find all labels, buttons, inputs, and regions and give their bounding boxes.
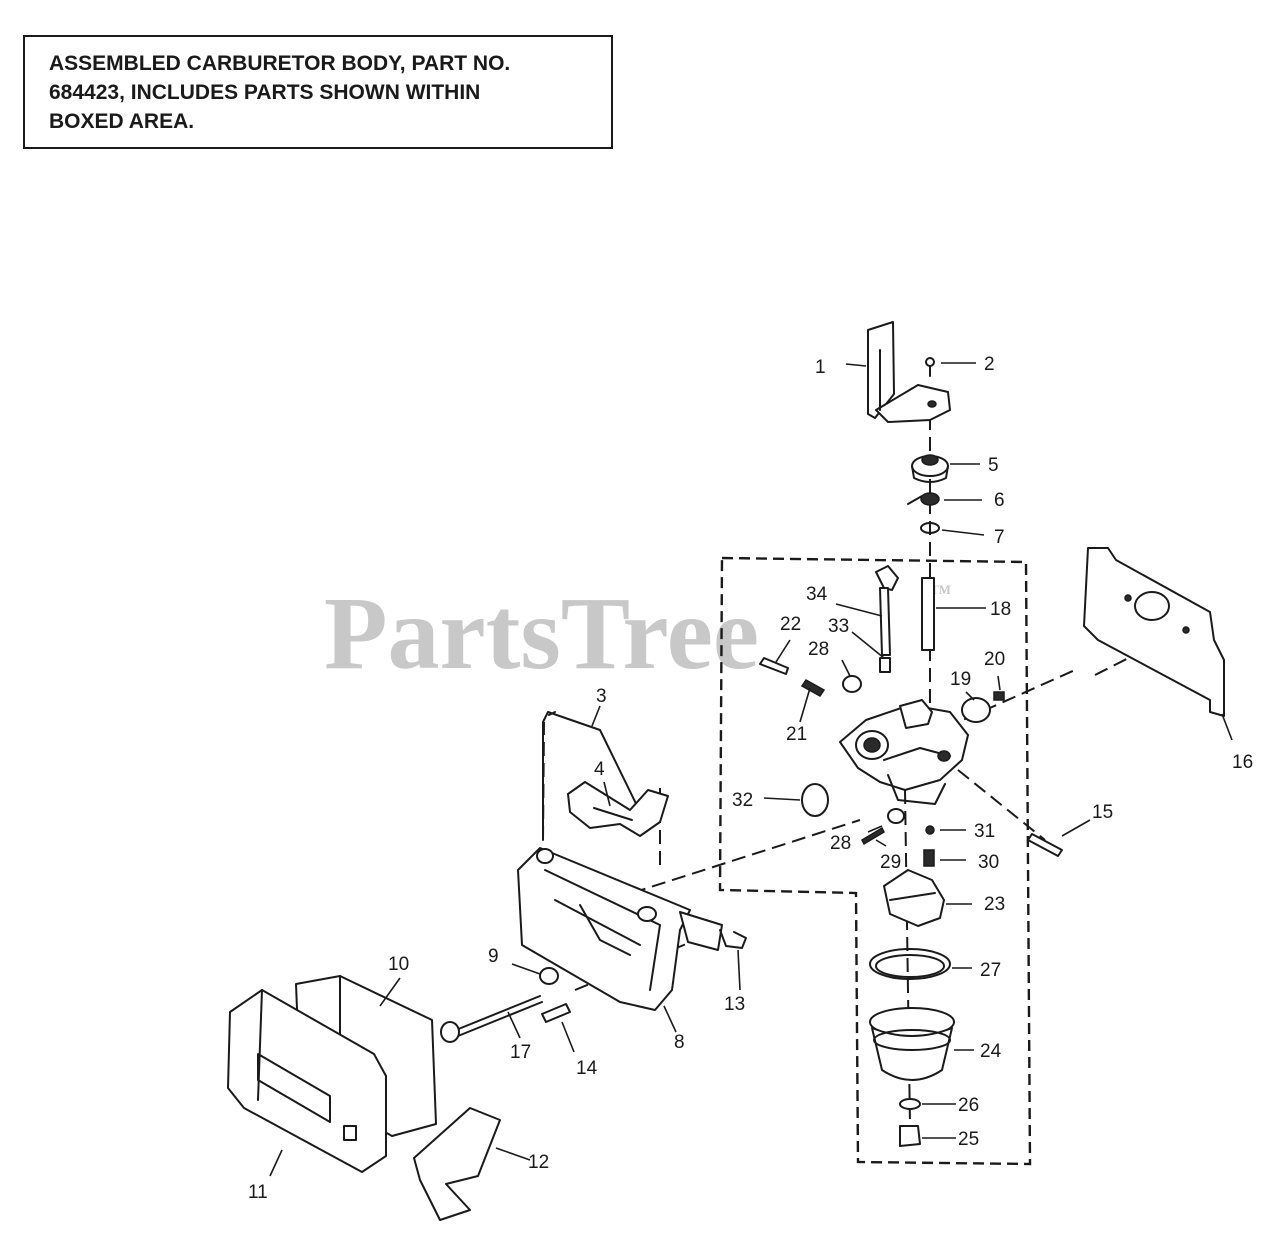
part-29-pin — [861, 826, 885, 846]
boxed-area-outline — [718, 556, 1032, 1166]
part-31-ball — [925, 825, 935, 835]
callout-16: 16 — [1232, 752, 1253, 773]
part-2-screw — [925, 357, 935, 377]
callout-21: 21 — [786, 724, 807, 745]
assembly-note-line-3: BOXED AREA. — [49, 110, 195, 133]
callout-33: 33 — [828, 616, 849, 637]
part-23-float — [883, 869, 945, 927]
part-26-washer — [899, 1098, 921, 1110]
callout-32: 32 — [732, 790, 753, 811]
callout-10: 10 — [388, 954, 409, 975]
callout-26: 26 — [958, 1095, 979, 1116]
callout-19: 19 — [950, 669, 971, 690]
callout-34: 34 — [806, 584, 828, 605]
callout-leaders — [269, 362, 1233, 1177]
part-15-screw — [1027, 833, 1063, 857]
callout-23: 23 — [984, 894, 1005, 915]
part-32-diaphragm — [801, 783, 829, 817]
assembly-note-box: ASSEMBLED CARBURETOR BODY, PART NO. 6844… — [23, 35, 613, 149]
callout-9: 9 — [488, 946, 499, 967]
assembly-note: ASSEMBLED CARBURETOR BODY, PART NO. 6844… — [49, 49, 609, 136]
part-18-throttle-shaft — [921, 577, 935, 651]
callout-11: 11 — [248, 1182, 268, 1203]
callout-12: 12 — [528, 1152, 549, 1173]
callout-14: 14 — [576, 1058, 598, 1079]
callout-29: 29 — [880, 852, 901, 873]
part-30-jet — [923, 849, 935, 867]
carburetor-body — [839, 699, 969, 805]
part-33-clip — [879, 657, 891, 673]
assembly-note-line-1: ASSEMBLED CARBURETOR BODY, PART NO. — [49, 52, 511, 75]
part-25-nut — [899, 1125, 921, 1147]
callout-7: 7 — [994, 527, 1005, 548]
callout-5: 5 — [988, 455, 999, 476]
part-28-lower-plug — [887, 808, 905, 824]
part-7-washer — [920, 522, 940, 534]
callout-13: 13 — [724, 994, 745, 1015]
part-1-lever — [867, 321, 951, 423]
callout-28: 28 — [808, 639, 829, 660]
part-4-clip — [567, 781, 669, 837]
watermark-trademark: TM — [930, 582, 951, 597]
part-19-diaphragm — [961, 697, 991, 723]
callout-25: 25 — [958, 1129, 979, 1150]
callout-22: 22 — [780, 614, 801, 635]
part-5-bushing — [911, 454, 949, 483]
callout-30: 30 — [978, 852, 999, 873]
part-3-wire — [542, 711, 646, 841]
part-28-plug — [842, 675, 862, 693]
part-22-needle — [759, 657, 789, 675]
part-13-clip — [719, 929, 747, 949]
part-14-screw — [541, 1003, 571, 1023]
part-24-bowl — [869, 1007, 955, 1081]
assembly-note-line-2: 684423, INCLUDES PARTS SHOWN WITHIN — [49, 81, 481, 104]
callout-20: 20 — [984, 649, 1005, 670]
part-8-filter-base — [517, 847, 723, 1011]
part-17-bolt — [440, 995, 543, 1043]
part-34-choke-shaft — [875, 565, 899, 656]
callout-31: 31 — [974, 821, 995, 842]
callout-1: 1 — [815, 357, 826, 378]
callout-3: 3 — [596, 686, 607, 707]
part-21-spring — [800, 679, 826, 697]
part-12-bail — [413, 1107, 501, 1221]
watermark-text: PartsTree — [324, 576, 759, 691]
part-16-gasket — [1083, 547, 1225, 717]
callout-24: 24 — [980, 1041, 1002, 1062]
part-11-cover — [227, 989, 387, 1173]
part-27-ring — [869, 948, 951, 980]
callout-2: 2 — [984, 354, 995, 375]
callout-27: 27 — [980, 960, 1001, 981]
callout-6: 6 — [994, 490, 1005, 511]
part-6-spring — [907, 492, 940, 506]
callout-4: 4 — [594, 759, 605, 780]
callout-15: 15 — [1092, 802, 1113, 823]
part-9-bushing — [539, 967, 559, 985]
callout-labels: 1 2 5 6 7 34 18 22 33 28 20 19 3 21 4 16… — [248, 354, 1253, 1203]
callout-17: 17 — [510, 1042, 531, 1063]
callout-8: 8 — [674, 1032, 685, 1053]
callout-28-lower: 28 — [830, 833, 851, 854]
part-20-pin — [993, 691, 1005, 701]
callout-18: 18 — [990, 599, 1011, 620]
